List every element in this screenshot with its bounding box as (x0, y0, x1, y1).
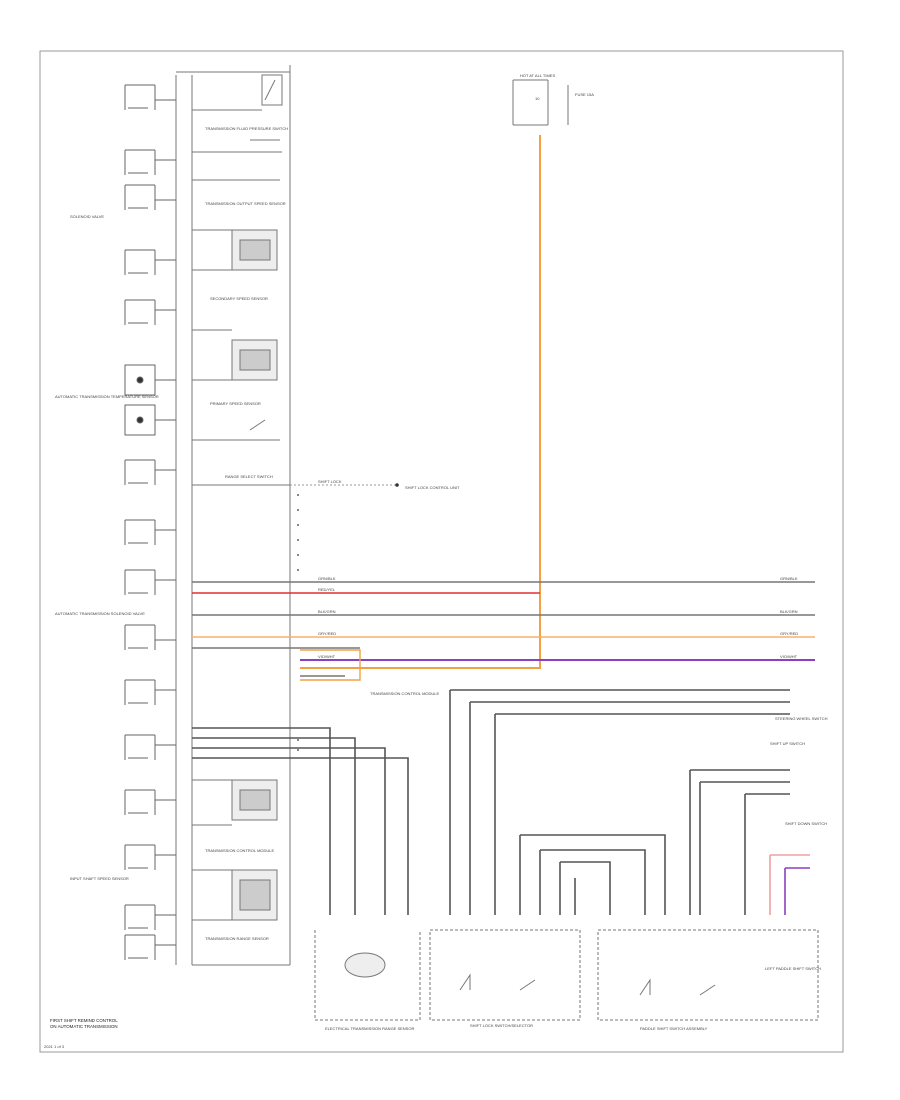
wire-tags: GRN/BLK RED/YEL BLK/GRN GRY/RED VIO/WHT … (318, 576, 798, 659)
left-label-input-shaft: INPUT SHAFT SPEED SENSOR (70, 876, 129, 881)
diagram-frame (39, 50, 844, 1053)
comp-label-fluid-pressure: TRANSMISSION FLUID PRESSURE SWITCH (205, 126, 288, 131)
mid-connector-label: TRANSMISSION CONTROL MODULE (370, 691, 440, 696)
wire-tag-7: GRY/RED (780, 631, 798, 636)
wire-tag-1: RED/YEL (318, 587, 336, 592)
comp-label-range-sensor: TRANSMISSION RANGE SENSOR (205, 936, 269, 941)
top-fuse-connector: HOT AT ALL TIMES FUSE 15A 10 (512, 73, 594, 126)
shift-lock-wire-tag: SHIFT LOCK (318, 479, 342, 484)
right-label-steering: STEERING WHEEL SWITCH (775, 716, 828, 721)
right-label-shift-up: SHIFT UP SWITCH (770, 741, 805, 746)
comp-label-output-speed: TRANSMISSION OUTPUT SPEED SENSOR (205, 201, 286, 206)
orange-power-wire (300, 135, 541, 669)
top-connector-title: HOT AT ALL TIMES (520, 73, 555, 78)
comp-label-primary-speed: PRIMARY SPEED SENSOR (210, 401, 261, 406)
left-module-bus (175, 65, 291, 966)
wire-tag-4: VIO/WHT (318, 654, 336, 659)
bottom-label-shift-lock: SHIFT LOCK SWITCH/SELECTOR (470, 1023, 533, 1028)
footer-label-line2: ON AUTOMATIC TRANSMISSION (50, 1024, 118, 1029)
comp-label-range-select: RANGE SELECT SWITCH (225, 474, 273, 479)
comp-label-secondary-speed: SECONDARY SPEED SENSOR (210, 296, 268, 301)
left-label-temp-sensor: AUTOMATIC TRANSMISSION TEMPERATURE SENSO… (55, 394, 159, 399)
right-label-shift-down: SHIFT DOWN SWITCH (785, 821, 827, 826)
wire-tag-3: GRY/RED (318, 631, 336, 636)
comp-label-tcm: TRANSMISSION CONTROL MODULE (205, 848, 275, 853)
left-label-solenoid: SOLENOID VALVE (70, 214, 104, 219)
bottom-label-paddle: PADDLE SHIFT SWITCH ASSEMBLY (640, 1026, 708, 1031)
wire-tag-5: GRN/BLK (780, 576, 798, 581)
page-reference: 2021 1 of 3 (44, 1044, 65, 1049)
wire-tag-6: BLK/GRN (780, 609, 798, 614)
top-connector-fuse: FUSE 15A (575, 92, 594, 97)
module-component-labels: TRANSMISSION FLUID PRESSURE SWITCH TRANS… (205, 126, 288, 941)
bottom-labels: ELECTRICAL TRANSMISSION RANGE SENSOR SHI… (325, 1023, 708, 1031)
bottom-label-range-sensor: ELECTRICAL TRANSMISSION RANGE SENSOR (325, 1026, 414, 1031)
signal-wires-right (192, 581, 815, 681)
wire-tag-0: GRN/BLK (318, 576, 336, 581)
bottom-components (314, 929, 819, 1021)
right-label-left-paddle: LEFT PADDLE SHIFT SWITCH (765, 966, 821, 971)
left-connector-pins (124, 84, 176, 960)
left-label-solenoid-valve: AUTOMATIC TRANSMISSION SOLENOID VALVE (55, 611, 145, 616)
module-components (192, 74, 290, 921)
right-bottom-colored-wires (769, 854, 810, 915)
pin-column (297, 494, 299, 751)
top-connector-ref: 10 (535, 96, 540, 101)
lower-wires (192, 689, 790, 915)
right-side-labels: STEERING WHEEL SWITCH SHIFT UP SWITCH SH… (765, 716, 828, 971)
left-labels: SOLENOID VALVE AUTOMATIC TRANSMISSION TE… (55, 214, 159, 881)
shift-lock-note: SHIFT LOCK CONTROL UNIT (405, 485, 460, 490)
wire-tag-2: BLK/GRN (318, 609, 336, 614)
footer-label-line1: FIRST SHIFT REMIND CONTROL (50, 1018, 118, 1023)
shift-lock-line: SHIFT LOCK SHIFT LOCK CONTROL UNIT (290, 479, 460, 490)
wire-tag-8: VIO/WHT (780, 654, 798, 659)
